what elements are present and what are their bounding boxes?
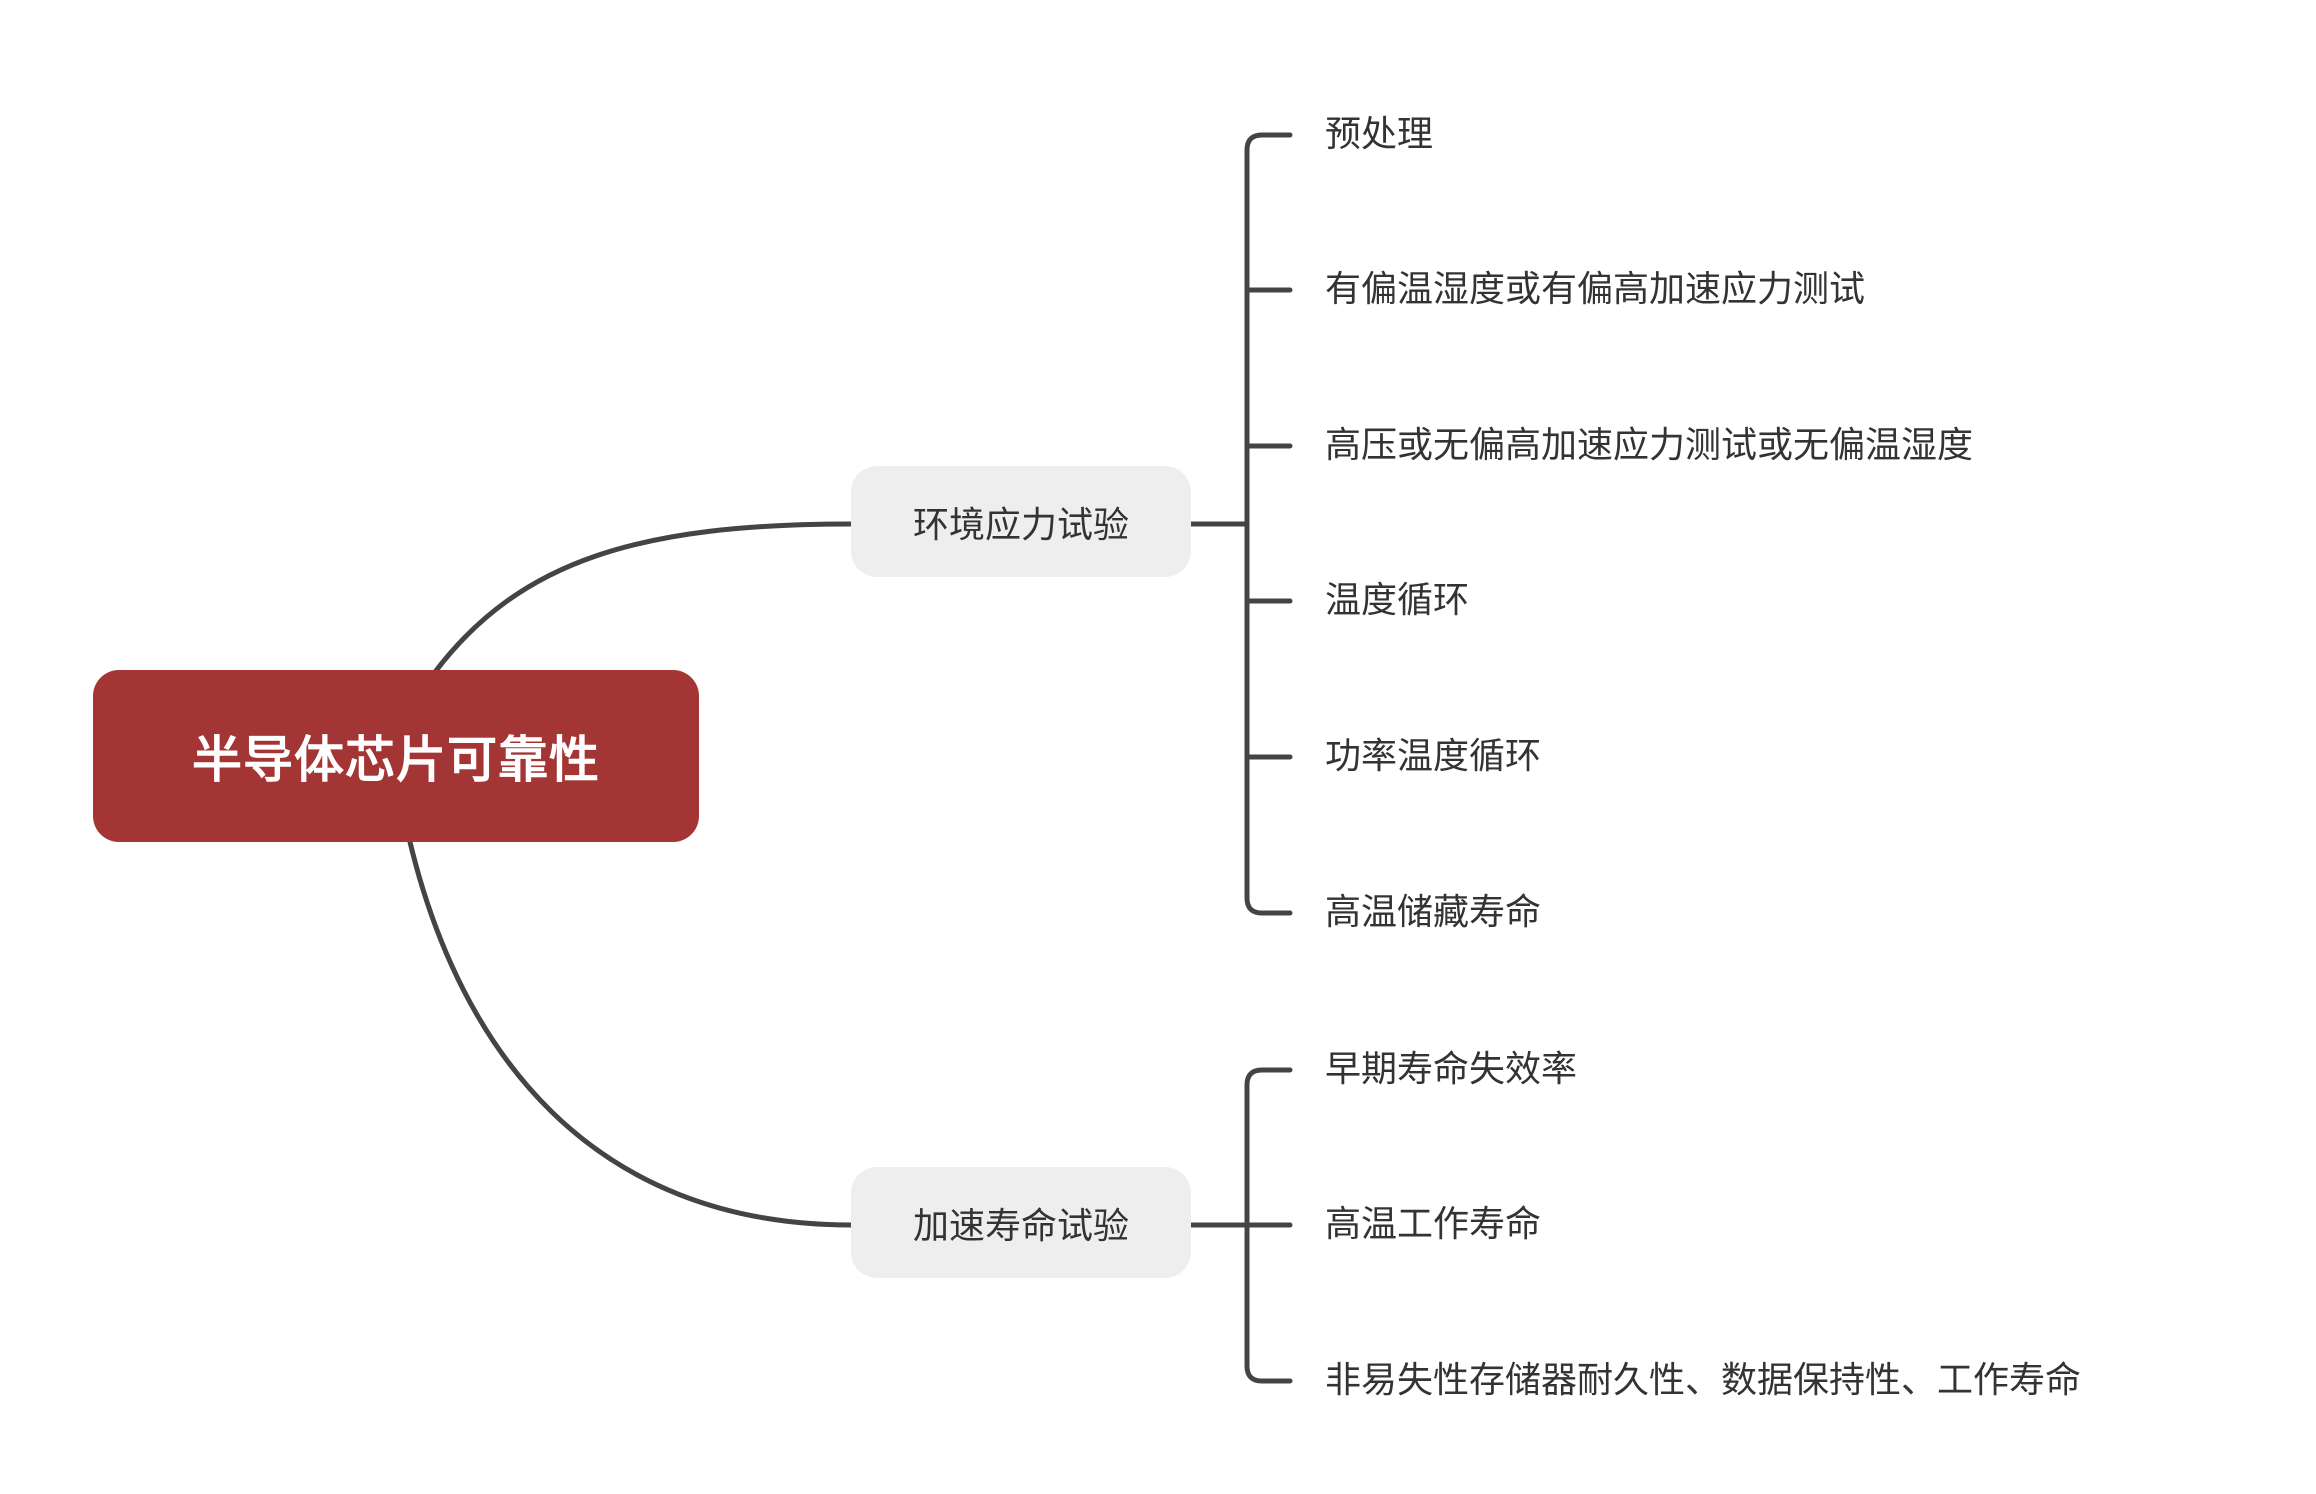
leaf-topic[interactable]: 功率温度循环	[1325, 736, 1542, 777]
root-to-branch-2-curve	[407, 839, 854, 1228]
branch-topic-accelerated-life[interactable]: 加速寿命试验	[851, 1167, 1191, 1278]
branch-1-bracket	[1244, 132, 1293, 916]
leaf-topic[interactable]: 有偏温湿度或有偏高加速应力测试	[1325, 269, 1866, 310]
leaf-topic[interactable]: 非易失性存储器耐久性、数据保持性、工作寿命	[1325, 1360, 2082, 1401]
leaf-topic[interactable]: 早期寿命失效率	[1325, 1049, 1578, 1090]
leaf-topic[interactable]: 高压或无偏高加速应力测试或无偏温湿度	[1325, 425, 1974, 466]
leaf-topic[interactable]: 高温储藏寿命	[1325, 892, 1542, 933]
leaf-topic[interactable]: 高温工作寿命	[1325, 1204, 1542, 1245]
branch-topic-environmental-stress[interactable]: 环境应力试验	[851, 466, 1191, 577]
branch-2-bracket	[1244, 1067, 1293, 1384]
leaf-topic[interactable]: 预处理	[1325, 114, 1434, 155]
root-to-branch-1-curve	[432, 521, 854, 675]
leaf-topic[interactable]: 温度循环	[1325, 580, 1470, 621]
root-topic[interactable]: 半导体芯片可靠性	[93, 670, 699, 842]
